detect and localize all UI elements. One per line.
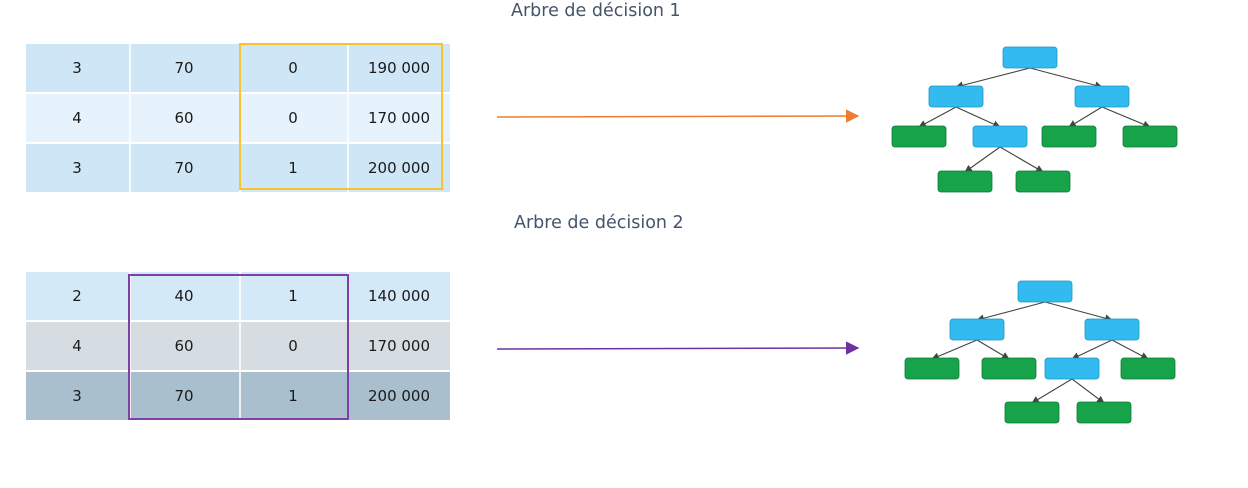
table-row: 3 70 1 200 000 [26, 370, 450, 420]
table-row: 4 60 0 170 000 [26, 92, 450, 142]
table-cell: 70 [174, 59, 194, 77]
tree-edge [1031, 378, 1073, 404]
table-cell: 1 [288, 387, 298, 405]
table-cell: 0 [288, 337, 298, 355]
tree-edge [1101, 106, 1151, 128]
table-2-column-highlight [128, 274, 349, 420]
table-cell: 0 [288, 109, 298, 127]
tree-edge [976, 301, 1046, 322]
table-cell: 200 000 [367, 387, 431, 405]
table-row: 3 70 1 200 000 [26, 142, 450, 192]
tree-edge [1029, 67, 1103, 89]
tree-split-node [1084, 318, 1140, 341]
tree-edge [931, 339, 978, 360]
tree-edge [918, 106, 957, 128]
table-row: 3 70 0 190 000 [26, 44, 450, 92]
table-cell: 190 000 [367, 59, 431, 77]
tree1-title: Arbre de décision 1 [511, 1, 681, 21]
tree-split-node [1044, 357, 1100, 380]
table-cell: 70 [174, 387, 194, 405]
table-cell: 140 000 [367, 287, 431, 305]
table-cell: 170 000 [367, 337, 431, 355]
column-divider [239, 272, 241, 320]
column-divider [129, 94, 131, 142]
table-cell: 1 [288, 287, 298, 305]
tree-edge [1111, 339, 1149, 360]
tree-split-node [972, 125, 1028, 148]
tree-leaf-node [1041, 125, 1097, 148]
decision-tree-2 [904, 280, 1176, 424]
column-divider [347, 44, 349, 92]
tree2-title: Arbre de décision 2 [514, 213, 684, 233]
table-row: 2 40 1 140 000 [26, 272, 450, 320]
tree-edge [1071, 339, 1113, 360]
tree-leaf-node [981, 357, 1037, 380]
tree-leaf-node [1004, 401, 1060, 424]
table-cell: 4 [72, 109, 82, 127]
tree-leaf-node [1015, 170, 1071, 193]
column-divider [129, 372, 131, 420]
tree-leaf-node [1122, 125, 1178, 148]
tree-edge [1068, 106, 1103, 128]
tree-edge [964, 146, 1001, 173]
tree-leaf-node [937, 170, 993, 193]
column-divider [129, 272, 131, 320]
table-2: 2 40 1 140 000 4 60 0 170 000 3 70 1 200… [26, 272, 450, 420]
table-cell: 170 000 [367, 109, 431, 127]
table-1-column-highlight [239, 43, 443, 190]
tree-edge [955, 67, 1031, 90]
arrow-2 [496, 341, 860, 355]
table-row: 4 60 0 170 000 [26, 320, 450, 370]
tree-edge [976, 339, 1010, 360]
table-cell: 3 [72, 59, 82, 77]
table-cell: 0 [288, 59, 298, 77]
column-divider [129, 44, 131, 92]
column-divider [129, 322, 131, 370]
tree-split-node [1002, 46, 1058, 69]
tree-edge [1044, 301, 1113, 322]
column-divider [239, 322, 241, 370]
tree-split-node [928, 85, 984, 108]
tree-split-node [1074, 85, 1130, 108]
tree-leaf-node [904, 357, 960, 380]
table-cell: 60 [174, 109, 194, 127]
table-cell: 1 [288, 159, 298, 177]
column-divider [347, 144, 349, 192]
tree-leaf-node [1120, 357, 1176, 380]
column-divider [129, 144, 131, 192]
table-cell: 70 [174, 159, 194, 177]
tree-edge [999, 146, 1044, 173]
table-cell: 60 [174, 337, 194, 355]
tree-split-node [949, 318, 1005, 341]
table-cell: 2 [72, 287, 82, 305]
tree-split-node [1017, 280, 1073, 303]
tree-leaf-node [891, 125, 947, 148]
tree-edge [955, 106, 1001, 128]
table-cell: 40 [174, 287, 194, 305]
table-cell: 3 [72, 387, 82, 405]
column-divider [239, 372, 241, 420]
decision-tree-1 [891, 46, 1178, 193]
table-1: 3 70 0 190 000 4 60 0 170 000 3 70 1 200… [26, 44, 450, 192]
tree-edge [1071, 378, 1105, 404]
table-cell: 3 [72, 159, 82, 177]
tree-leaf-node [1076, 401, 1132, 424]
table-cell: 4 [72, 337, 82, 355]
column-divider [347, 94, 349, 142]
arrow-1 [496, 109, 860, 123]
table-cell: 200 000 [367, 159, 431, 177]
